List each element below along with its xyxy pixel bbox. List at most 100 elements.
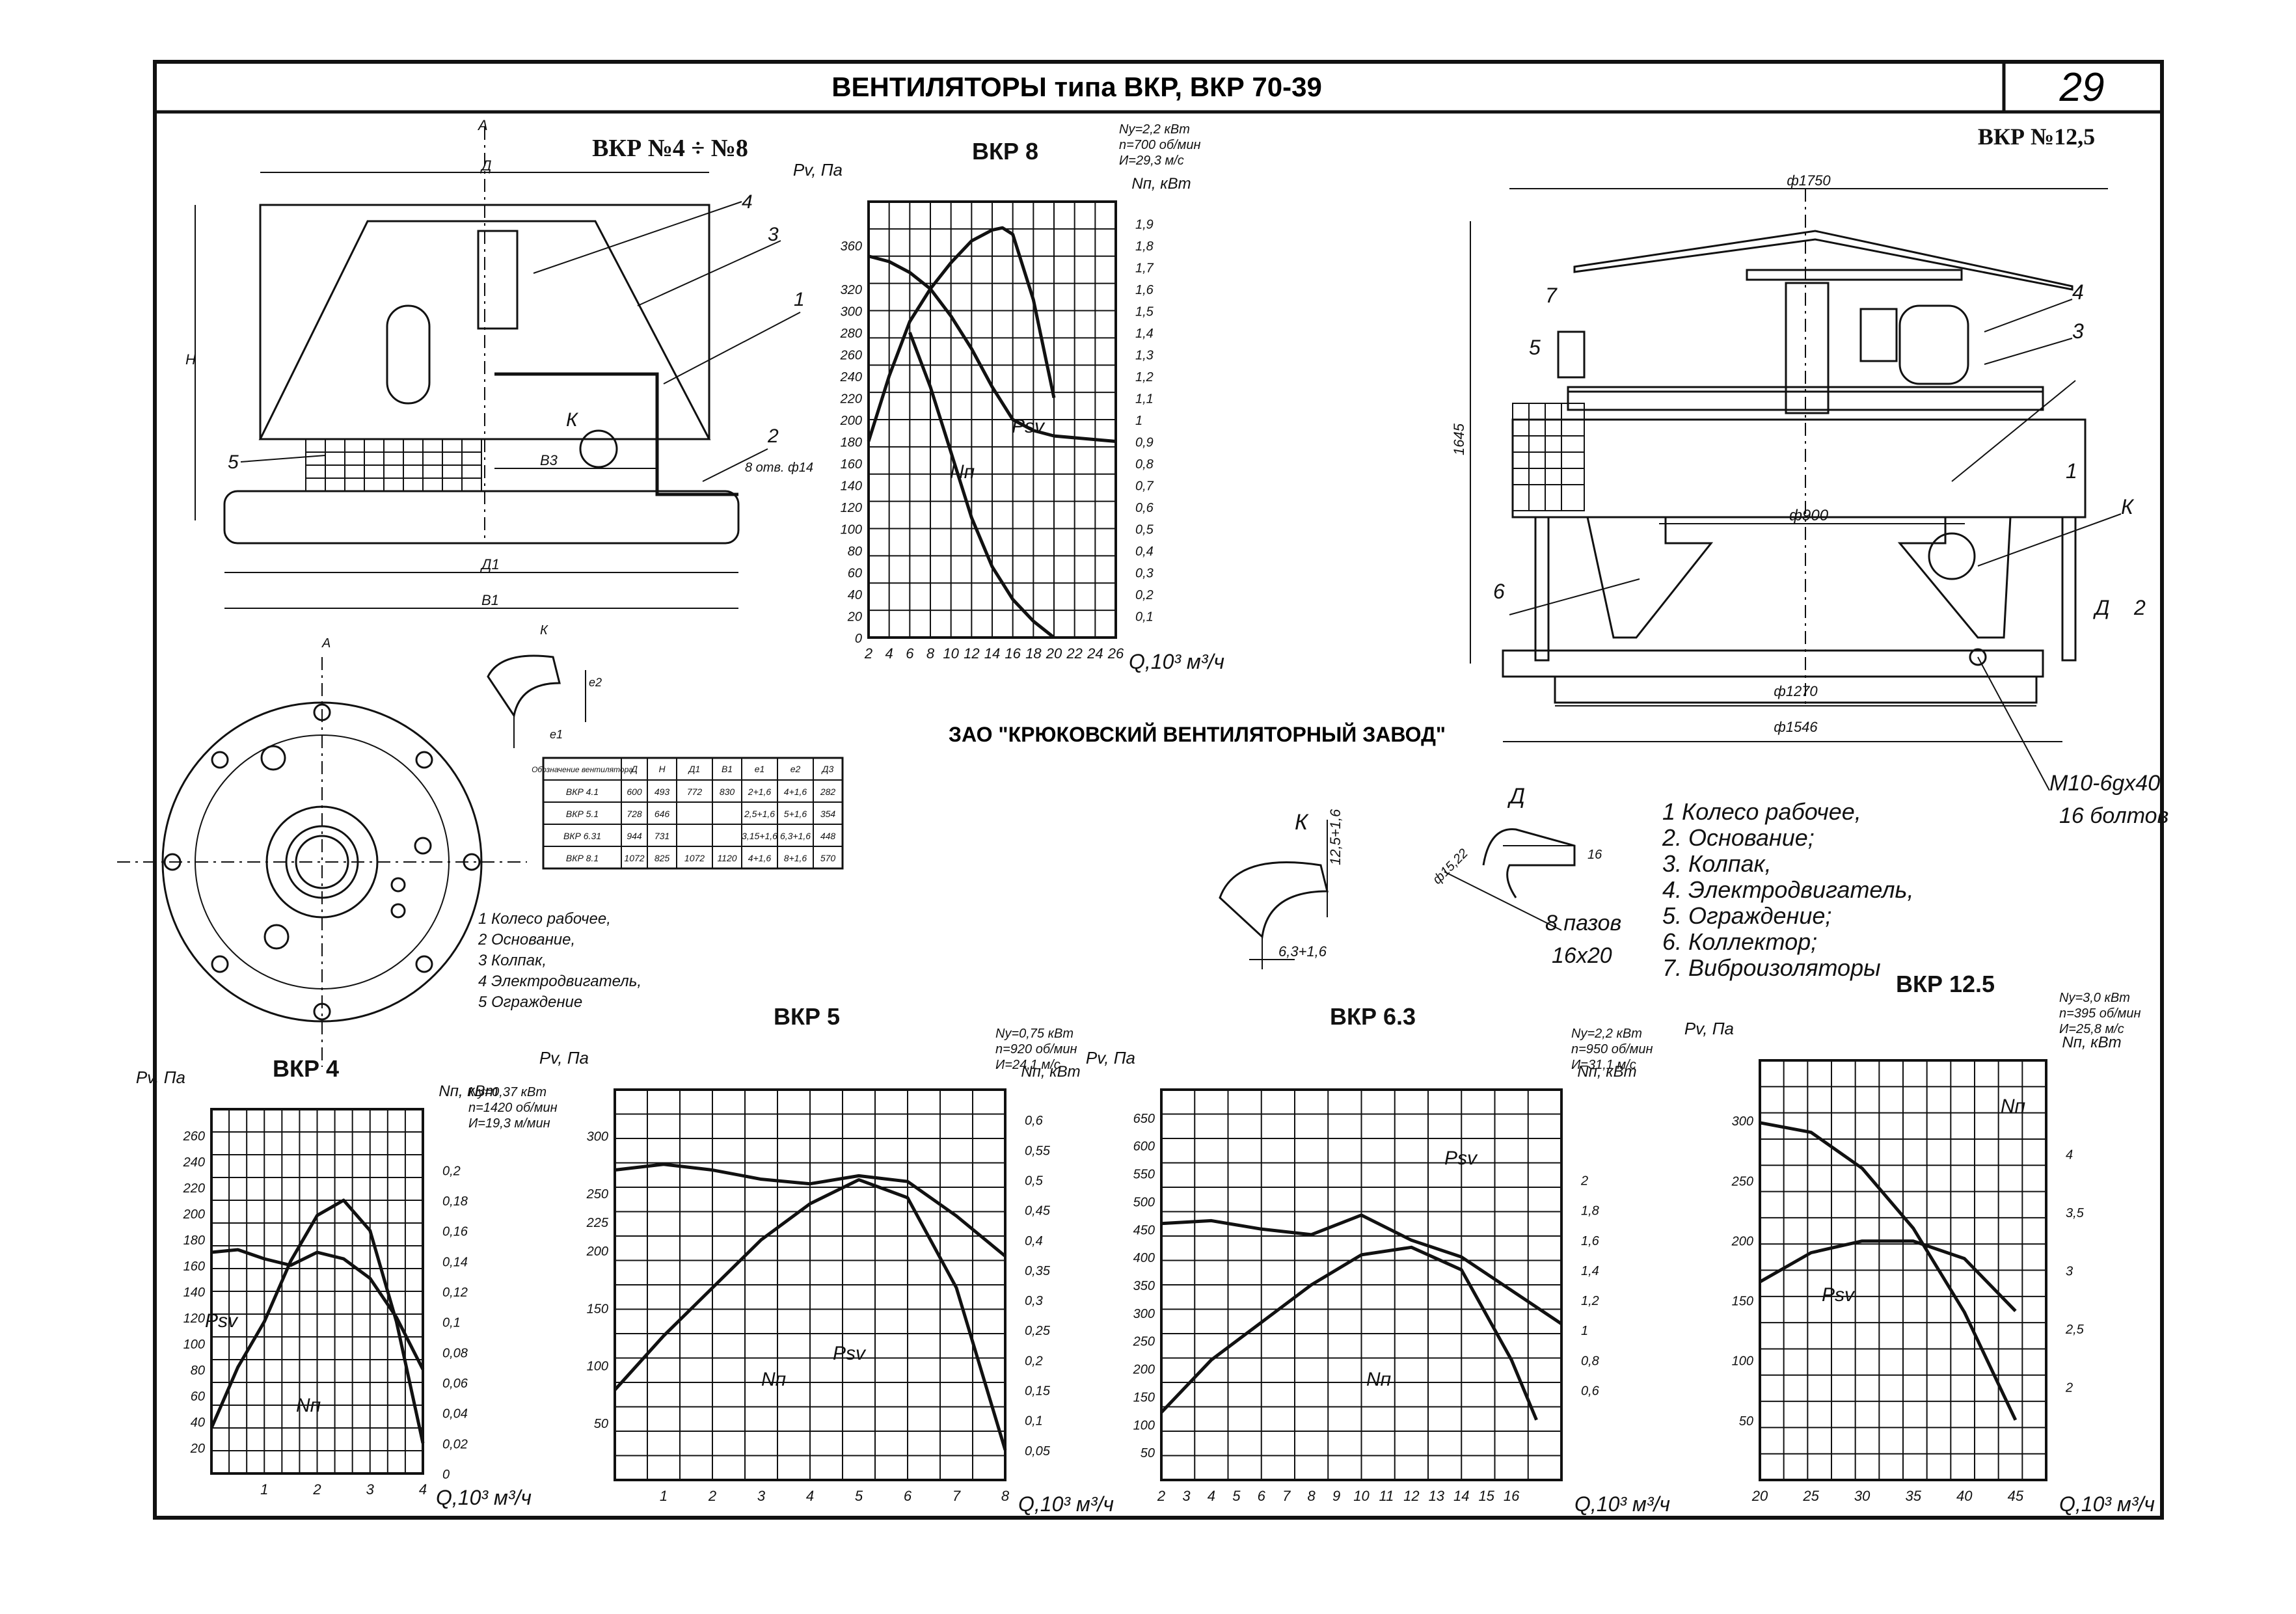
table-cell: 600 (627, 787, 642, 797)
svg-text:4: 4 (2072, 280, 2084, 304)
x-tick-label: 35 (1905, 1488, 1921, 1504)
x-tick-label: 14 (1453, 1488, 1469, 1504)
x-tick-label: 3 (1182, 1488, 1191, 1504)
svg-text:3: 3 (768, 224, 779, 245)
y-tick-label: 250 (586, 1187, 608, 1202)
y-tick-label: 200 (840, 414, 862, 428)
table-header-cell: Д3 (821, 764, 834, 774)
svg-text:12,5+1,6: 12,5+1,6 (1327, 809, 1344, 865)
svg-text:ф1750: ф1750 (1787, 172, 1831, 189)
x-tick-label: 30 (1854, 1488, 1871, 1504)
svg-text:В3: В3 (540, 452, 558, 468)
series-label-psv: Psv (205, 1310, 239, 1332)
table-cell: 1072 (684, 853, 705, 863)
x-tick-label: 20 (1046, 645, 1062, 662)
table-header-cell: Д1 (688, 764, 701, 774)
svg-text:М10-6gx40: М10-6gx40 (2049, 771, 2160, 796)
svg-text:2. Основание;: 2. Основание; (1662, 824, 1815, 851)
svg-text:3. Колпак,: 3. Колпак, (1662, 850, 1772, 877)
y-tick-label: 50 (594, 1417, 608, 1431)
x-tick-label: 4 (419, 1481, 427, 1498)
y2-tick-label: 0,8 (1135, 457, 1154, 472)
chart-param: Nу=2,2 кВт (1571, 1027, 1642, 1041)
y-tick-label: 260 (840, 349, 862, 363)
detail-k-small (487, 654, 586, 748)
left-drawing-labels: 1 2 3 4 5 К А Д Н Д1 В1 В3 8 отв. ф14 А … (185, 117, 813, 741)
chart-ylabel-right: Nп, кВт (439, 1083, 498, 1100)
y-tick-label: 140 (841, 479, 862, 494)
y2-tick-label: 2 (1580, 1174, 1588, 1188)
x-tick-label: 9 (1332, 1488, 1340, 1504)
y2-tick-label: 1,4 (1135, 327, 1154, 341)
svg-text:4: 4 (742, 191, 753, 213)
y-tick-label: 100 (587, 1360, 608, 1374)
x-tick-label: 3 (366, 1481, 375, 1498)
table-cell: ВКР 6.31 (563, 831, 601, 841)
y2-tick-label: 0,4 (1025, 1234, 1043, 1248)
table-cell: 2+1,6 (748, 787, 772, 797)
detail-d (1444, 828, 1576, 931)
y2-tick-label: 0,16 (442, 1225, 468, 1239)
y-tick-label: 20 (847, 610, 862, 625)
svg-text:4. Электродвигатель,: 4. Электродвигатель, (1662, 876, 1914, 903)
table-cell: 2,5+1,6 (744, 809, 775, 819)
svg-text:е1: е1 (550, 728, 563, 741)
chart-ylabel-right: Nп, кВт (1577, 1063, 1636, 1081)
series-label-np: Nп (296, 1395, 321, 1416)
svg-text:1645: 1645 (1451, 423, 1467, 455)
y2-tick-label: 1,5 (1135, 305, 1154, 319)
svg-text:5: 5 (228, 451, 239, 473)
table-cell: 1120 (717, 853, 736, 863)
table-cell: ВКР 4.1 (566, 787, 599, 797)
x-tick-label: 5 (855, 1488, 863, 1504)
y2-tick-label: 0,08 (442, 1346, 468, 1360)
y2-tick-label: 0,1 (1135, 610, 1154, 625)
chart-param: И=31,1 м/с (1571, 1058, 1636, 1072)
y2-tick-label: 0,2 (1135, 588, 1154, 602)
chart-ylabel-left: Pv, Па (793, 160, 843, 180)
y2-tick-label: 0,6 (1135, 501, 1154, 515)
svg-text:К: К (1295, 810, 1309, 835)
chart-title: ВКР 6.3 (1330, 1003, 1416, 1030)
table-cell: 570 (820, 853, 836, 863)
y-tick-label: 140 (183, 1285, 205, 1300)
y2-tick-label: 1,8 (1135, 239, 1154, 254)
y-tick-label: 120 (183, 1311, 205, 1326)
x-tick-label: 12 (1403, 1488, 1419, 1504)
chart-param: Nу=0,37 кВт (468, 1085, 547, 1099)
x-tick-label: 5 (1232, 1488, 1241, 1504)
svg-text:К: К (566, 409, 579, 431)
series-label-psv: Psv (1012, 416, 1046, 437)
y2-tick-label: 0,2 (442, 1164, 461, 1178)
y2-tick-label: 0,14 (442, 1255, 468, 1269)
series-label-psv: Psv (1822, 1284, 1856, 1306)
table-header-cell: Обозначение вентилятора (532, 765, 633, 774)
y2-tick-label: 0,5 (1025, 1174, 1044, 1188)
y-tick-label: 250 (1133, 1335, 1155, 1349)
svg-text:16 болтов: 16 болтов (2059, 803, 2168, 828)
y-tick-label: 200 (1133, 1363, 1155, 1377)
svg-text:1: 1 (2066, 459, 2077, 483)
table-header-cell: е1 (755, 764, 765, 774)
y-tick-label: 360 (841, 239, 862, 254)
y-tick-label: 400 (1133, 1251, 1155, 1265)
y-tick-label: 350 (1133, 1279, 1155, 1293)
table-border (542, 757, 844, 870)
y2-tick-label: 0,8 (1581, 1354, 1599, 1368)
y2-tick-label: 0,1 (1025, 1414, 1043, 1429)
y-tick-label: 150 (1133, 1390, 1155, 1405)
y2-tick-label: 0,12 (442, 1285, 468, 1300)
right-drawing-labels: ф1750 1645 ф900 ф1270 ф1546 1 2 3 4 5 6 … (1451, 172, 2168, 828)
x-tick-label: 1 (260, 1481, 268, 1498)
x-tick-label: 2 (1157, 1488, 1165, 1504)
y-tick-label: 120 (841, 501, 862, 515)
y2-tick-label: 1,6 (1135, 283, 1154, 297)
table-cell: 830 (720, 787, 735, 797)
x-tick-label: 2 (864, 645, 872, 662)
svg-text:8 отв. ф14: 8 отв. ф14 (745, 461, 813, 475)
y-tick-label: 220 (840, 392, 862, 407)
x-tick-label: 13 (1429, 1488, 1445, 1504)
chart-param: Nу=2,2 кВт (1119, 122, 1190, 137)
right-fan-drawing: ВКР №12,5 (1470, 124, 2122, 791)
chart-title: ВКР 4 (273, 1055, 339, 1082)
